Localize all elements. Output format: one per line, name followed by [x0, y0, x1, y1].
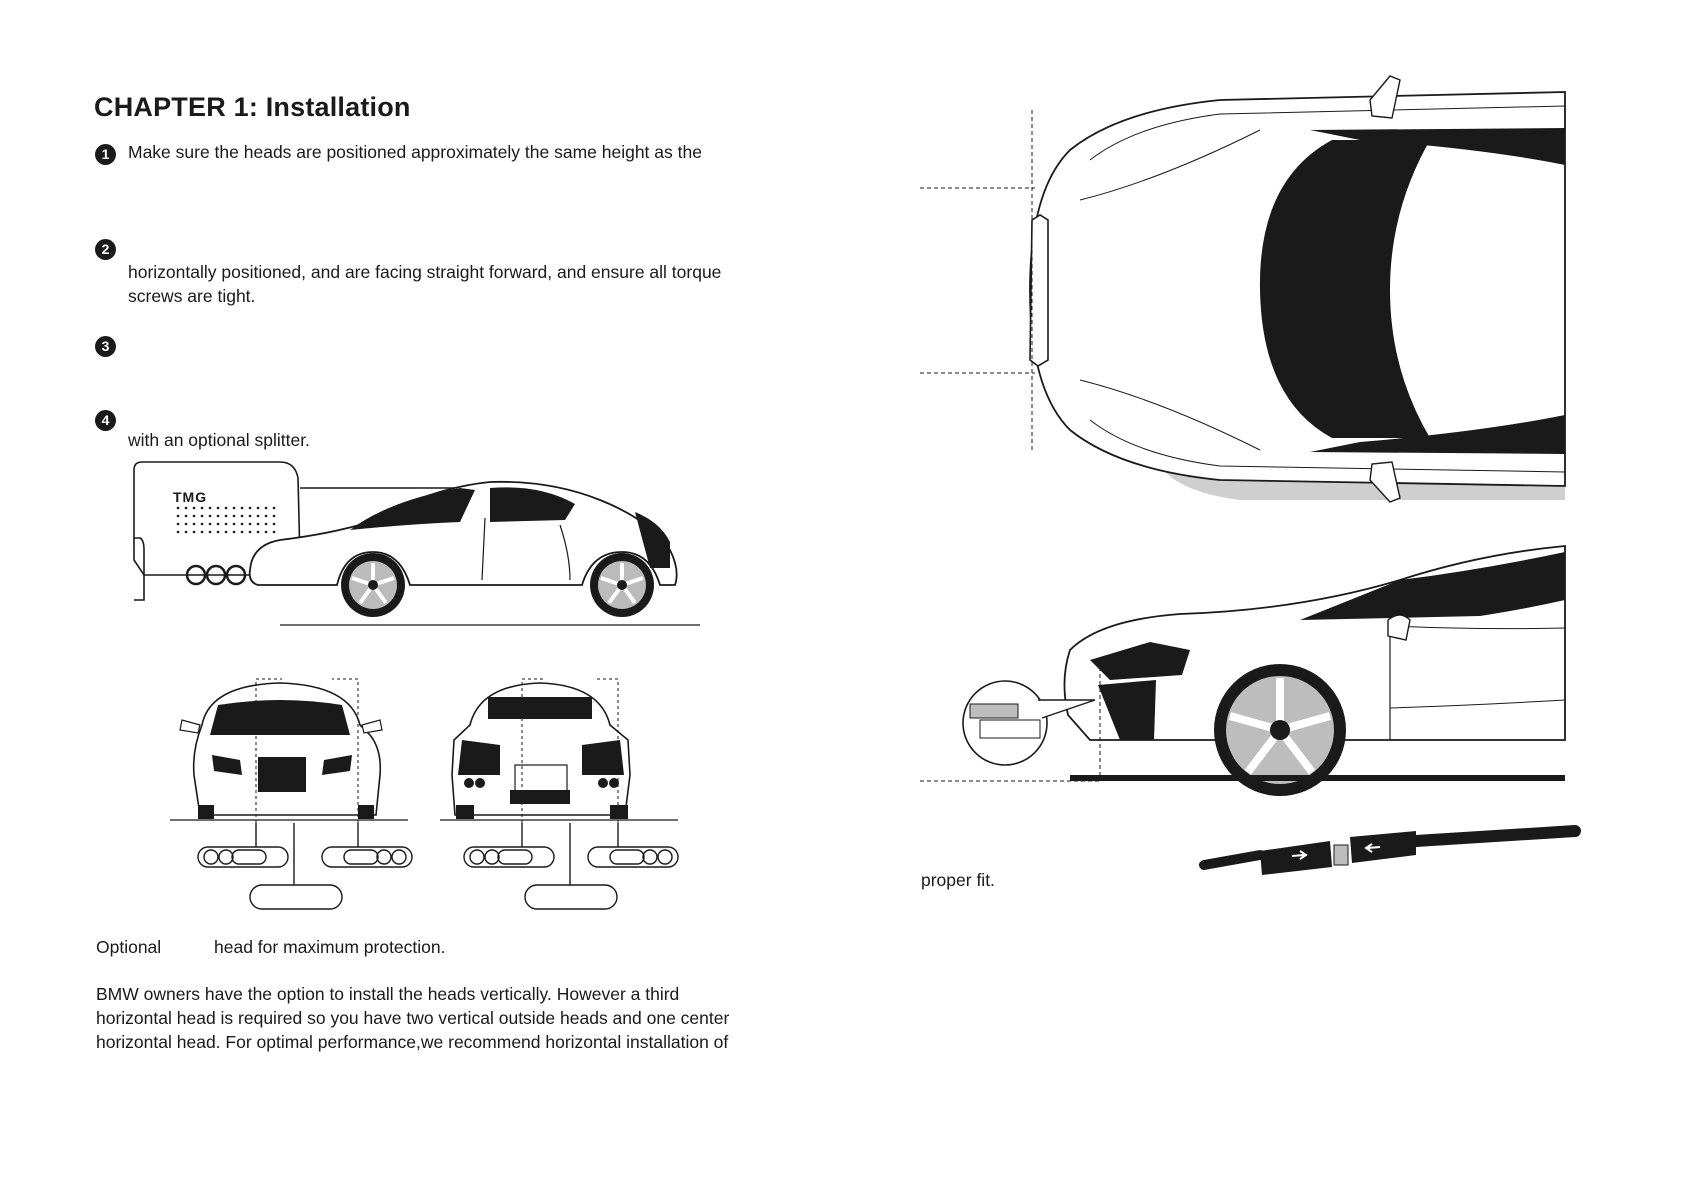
device-logo: TMG: [173, 489, 208, 505]
step-4-text: with an optional splitter.: [128, 430, 310, 450]
step-4-number: 4: [95, 410, 116, 431]
step-2-number: 2: [95, 239, 116, 260]
step-3-number: 3: [95, 336, 116, 357]
car-top-view-illustration: [920, 75, 1566, 503]
optional-caption-rest: head for maximum protection.: [214, 937, 446, 957]
car-front-rear-illustration: [170, 678, 679, 910]
bmw-note-line2: horizontal head is required so you have …: [96, 1008, 730, 1028]
chapter-title: CHAPTER 1: Installation: [94, 92, 411, 122]
proper-fit-caption: proper fit.: [921, 870, 995, 890]
bmw-note-line1: BMW owners have the option to install th…: [96, 984, 680, 1004]
step-1-number: 1: [95, 144, 116, 165]
bmw-note-line3: horizontal head. For optimal performance…: [96, 1032, 729, 1052]
optional-caption-label: Optional: [96, 937, 162, 957]
step-1-text: Make sure the heads are positioned appro…: [128, 142, 702, 162]
car-bumper-closeup-illustration: [920, 545, 1566, 796]
step-2-text-line1: horizontally positioned, and are facing …: [128, 262, 722, 282]
step-2-text-line2: screws are tight.: [128, 286, 256, 306]
cable-connector-illustration: [1199, 825, 1581, 875]
car-side-with-device-illustration: [133, 461, 700, 626]
